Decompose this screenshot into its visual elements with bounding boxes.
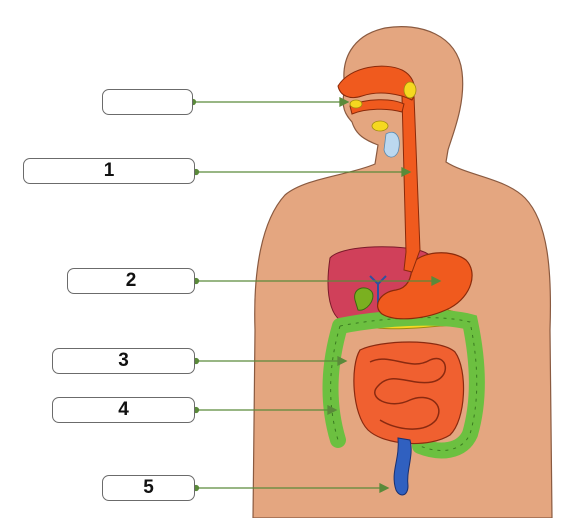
leader-arrow [431, 275, 442, 287]
label-box-blank[interactable] [102, 89, 193, 115]
trachea [383, 131, 400, 158]
small-intestine [353, 341, 465, 445]
nasal-cavity [337, 65, 416, 101]
label-box-2[interactable]: 2 [67, 268, 195, 294]
label-box-1[interactable]: 1 [23, 158, 195, 184]
label-box-5[interactable]: 5 [102, 475, 195, 501]
leader-arrow [339, 96, 350, 108]
salivary-gland [371, 120, 389, 132]
leader-arrow [337, 355, 348, 367]
small-intestine-loops [369, 357, 447, 430]
leader-arrow [401, 166, 412, 178]
salivary-gland [349, 99, 363, 109]
gallbladder [354, 287, 374, 311]
leader-arrow [327, 404, 338, 416]
label-box-3[interactable]: 3 [52, 348, 195, 374]
oral-cavity [349, 99, 405, 115]
leader-arrow [379, 482, 390, 494]
rectum [393, 437, 412, 496]
salivary-gland [403, 81, 417, 99]
stomach [377, 252, 473, 320]
label-box-4[interactable]: 4 [52, 397, 195, 423]
